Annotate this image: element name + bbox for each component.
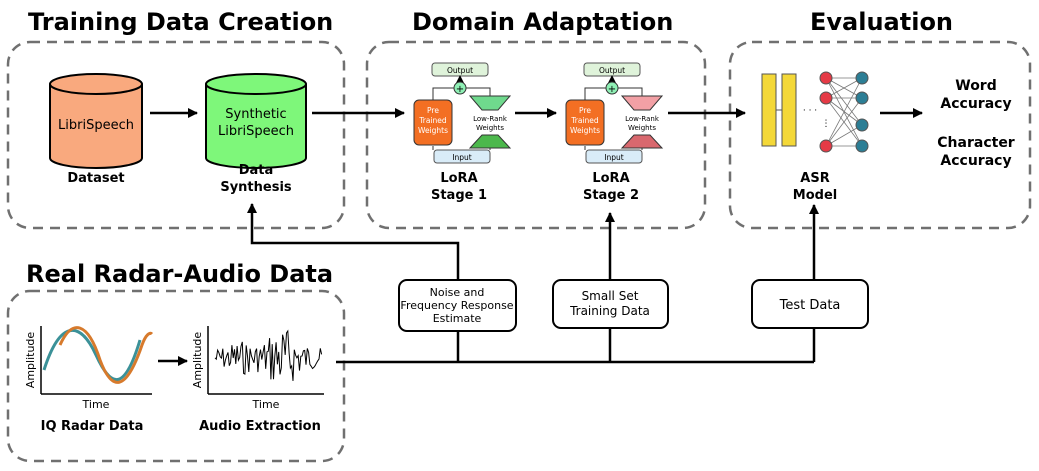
audio-extraction-caption: Audio Extraction [199,419,321,434]
lora1-pretrained-line1: Pre [427,106,439,115]
asr-caption-line1: ASR [800,171,829,186]
iq-orange-wave [58,326,154,384]
nn-red-node-2 [819,91,833,105]
lora2-pretrained-line3: Weights [570,126,600,135]
asr-dots: · · · [803,106,817,116]
test-data-label: Test Data [779,298,841,313]
real-data-section-frame [6,289,346,463]
lora2-left-connector [584,87,606,100]
word-accuracy-line2: Accuracy [940,96,1011,112]
lora2-lowrank-line1: Low-Rank [625,115,660,123]
asr-caption-line2: Model [793,188,837,203]
lora-stage1-caption-line2: Stage 1 [431,188,487,203]
synthetic-label-line1: Synthetic [225,107,286,122]
small-set-training-box: Small Set Training Data [552,279,669,329]
lora2-lowrank-line2: Weights [628,124,656,132]
asr-model-graphic: · · · ⋮ [761,71,869,153]
lora1-lowrank-line2: Weights [476,124,504,132]
audio-amplitude-label: Amplitude [191,332,204,389]
lora1-lowrank-top [468,95,512,111]
lora1-pretrained-weights [413,99,453,146]
training-section-frame [6,40,346,230]
nn-teal-node-3 [855,118,869,132]
lora1-pretrained-line3: Weights [418,126,448,135]
audio-extraction-plot: Amplitude Time [191,326,324,411]
lora2-right-connector [618,87,643,96]
audio-waveform [214,329,323,381]
section-title-real: Real Radar-Audio Data [26,260,333,288]
lora1-pretrained-line2: Trained [418,116,447,125]
nn-red-node-1 [819,71,833,85]
noise-box-line2: Frequency Response [400,299,513,312]
evaluation-section-frame [728,40,1032,230]
lora2-lowrank-top [620,95,664,111]
lora-stage1-block: Output + Pre Trained Weights Low-Rank We… [413,62,512,164]
lora1-plus-sign: + [456,84,464,95]
iq-teal-wave [42,328,142,382]
lora2-pretrained-weights [565,99,605,146]
lora2-plus-sign: + [608,84,616,95]
lora1-lowrank-line1: Low-Rank [473,115,508,123]
section-title-training: Training Data Creation [28,8,333,36]
asr-layer-bar-2 [781,73,797,147]
synthetic-label-line2: LibriSpeech [218,124,294,139]
noise-box-line3: Estimate [433,312,482,325]
arrow-noise-to-synthesis [247,203,460,280]
section-title-domain: Domain Adaptation [412,8,673,36]
test-data-box: Test Data [751,279,869,329]
lora2-lowrank-bottom [620,134,664,149]
nn-red-node-3 [819,139,833,153]
lora1-output-label: Output [447,66,473,75]
iq-radar-caption: IQ Radar Data [41,419,144,434]
synthetic-librispeech-cylinder: Synthetic LibriSpeech [205,73,307,169]
lora1-lowrank-bottom [468,134,512,149]
data-synthesis-caption-line2: Synthesis [220,180,292,195]
lora2-pretrained-line2: Trained [570,116,599,125]
dataset-caption: Dataset [67,171,124,186]
lora1-left-connector [432,87,454,100]
lora1-right-connector [466,87,491,96]
word-accuracy-line1: Word [955,78,997,94]
domain-section-frame [365,40,707,230]
lora2-input-box [585,149,643,164]
character-accuracy-line2: Accuracy [940,153,1011,169]
lora-stage2-caption-line2: Stage 2 [583,188,639,203]
lora-stage2-caption-line1: LoRA [592,171,629,186]
nn-red-ellipsis: ⋮ [822,119,831,129]
nn-teal-node-2 [855,91,869,105]
lora-stage2-block: Output + Pre Trained Weights Low-Rank We… [565,62,664,164]
noise-estimate-box: Noise and Frequency Response Estimate [398,279,517,332]
lora1-input-box [433,149,491,164]
librispeech-cylinder: LibriSpeech [49,73,143,169]
iq-radar-plot: Amplitude Time [24,326,154,411]
nn-connections [825,77,863,147]
asr-layer-bar-1 [761,73,777,147]
nn-teal-node-1 [855,71,869,85]
character-accuracy-line1: Character [937,135,1015,151]
small-set-line2: Training Data [569,304,650,318]
audio-time-label: Time [252,398,280,411]
lora2-input-label: Input [604,153,623,162]
lora-stage1-caption-line1: LoRA [440,171,477,186]
small-set-line1: Small Set [582,289,639,303]
librispeech-label: LibriSpeech [58,118,134,133]
lora2-pretrained-line1: Pre [579,106,591,115]
iq-amplitude-label: Amplitude [24,332,37,389]
section-title-evaluation: Evaluation [810,8,953,36]
nn-teal-node-4 [855,139,869,153]
data-synthesis-caption-line1: Data [239,163,274,178]
iq-time-label: Time [82,398,110,411]
noise-box-line1: Noise and [430,286,485,299]
lora1-input-label: Input [452,153,471,162]
lora2-output-label: Output [599,66,625,75]
